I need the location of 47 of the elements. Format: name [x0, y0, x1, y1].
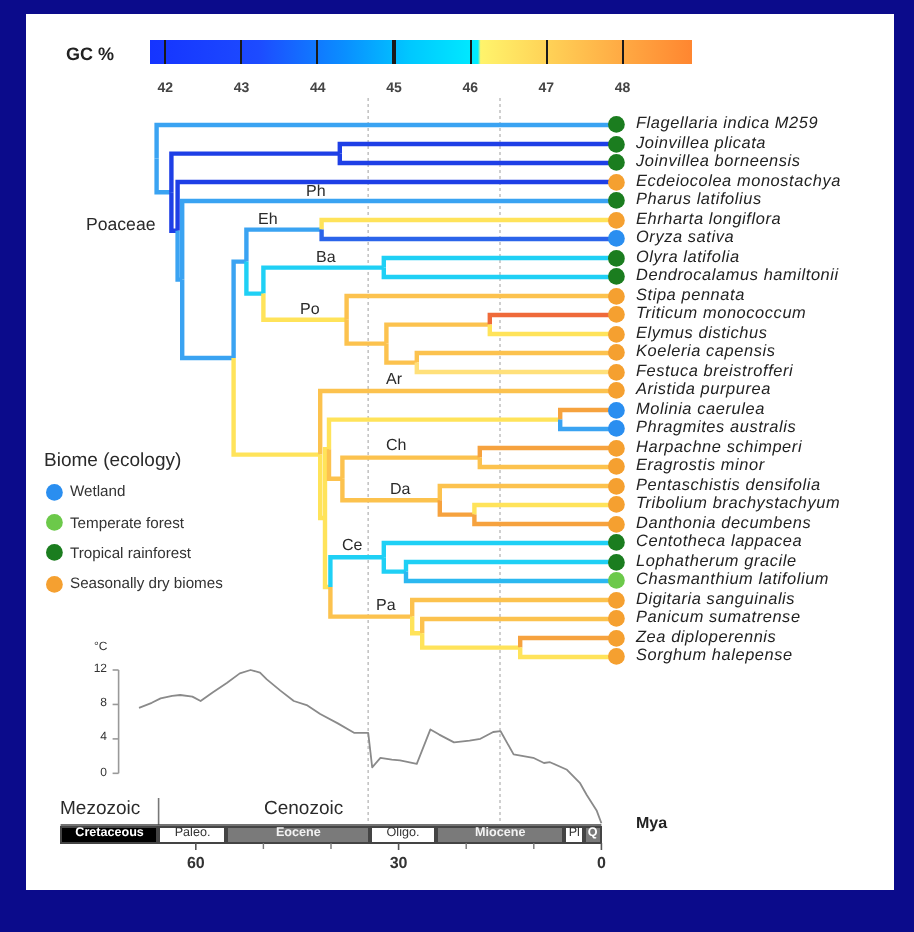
axis-tick-label: 0	[596, 856, 606, 872]
scale-title: GC %	[66, 46, 115, 64]
species-name: Harpachne schimperi	[636, 439, 803, 457]
clade-label: Ba	[316, 249, 336, 265]
axis-title: Mya	[636, 816, 668, 832]
species-name: Danthonia decumbens	[636, 515, 812, 533]
species-name: Aristida purpurea	[636, 382, 771, 400]
legend-title: Biome (ecology)	[44, 452, 182, 471]
species-name: Sorghum halepense	[636, 648, 793, 666]
species-name: Festuca breistrofferi	[636, 363, 794, 381]
species-name: Koeleria capensis	[636, 344, 776, 362]
species-name: Stipa pennata	[636, 287, 745, 305]
clade-label: Po	[300, 301, 320, 317]
clade-label: Ce	[342, 538, 363, 554]
species-name: Phragmites australis	[636, 420, 797, 438]
clade-label: Da	[390, 481, 411, 497]
species-name: Elymus distichus	[636, 325, 768, 343]
species-name: Panicum sumatrense	[636, 610, 801, 628]
clade-label: Poaceae	[86, 216, 156, 234]
species-name: Zea diploperennis	[636, 629, 777, 647]
species-name: Dendrocalamus hamiltonii	[636, 268, 839, 286]
clade-label: Ar	[386, 372, 402, 388]
species-name: Olyra latifolia	[636, 249, 740, 267]
species-name: Molinia caerulea	[636, 401, 765, 419]
species-name: Pentaschistis densifolia	[636, 477, 821, 495]
clade-label: Eh	[258, 211, 278, 227]
species-name: Ecdeiocolea monostachya	[636, 173, 841, 191]
species-name: Flagellaria indica M259	[636, 116, 819, 134]
species-name: Chasmanthium latifolium	[636, 572, 830, 590]
clade-label: Ph	[306, 184, 326, 200]
axis-tick-label: 60	[186, 856, 205, 872]
species-name: Eragrostis minor	[636, 458, 765, 476]
species-name: Ehrharta longiflora	[636, 211, 782, 229]
era-label: Cenozoic	[264, 800, 344, 819]
species-name: Oryza sativa	[636, 230, 735, 248]
era-label: Mezozoic	[60, 800, 141, 819]
species-name: Lophatherum gracile	[636, 553, 797, 571]
species-name: Pharus latifolius	[636, 192, 762, 210]
species-name: Joinvillea plicata	[636, 135, 767, 153]
axis-tick-label: 30	[389, 856, 408, 872]
species-name: Tribolium brachystachyum	[636, 496, 841, 514]
species-name: Joinvillea borneensis	[636, 154, 801, 172]
clade-label: Pa	[376, 597, 396, 613]
clade-label: Ch	[386, 438, 407, 454]
species-name: Triticum monococcum	[636, 306, 807, 324]
species-name: Centotheca lappacea	[636, 534, 803, 552]
species-name: Digitaria sanguinalis	[636, 591, 796, 609]
